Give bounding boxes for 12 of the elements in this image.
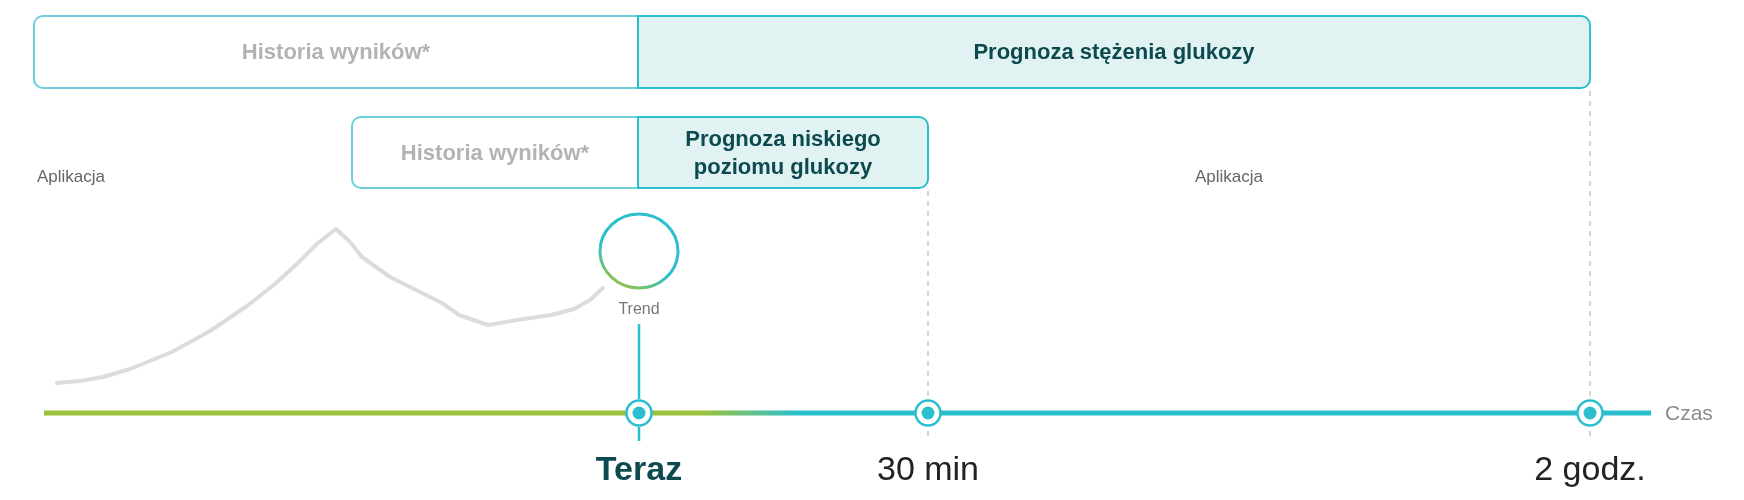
time-label: Teraz xyxy=(595,449,683,487)
trend-label: Trend xyxy=(618,300,660,318)
time-label: 30 min xyxy=(876,449,980,487)
axis-label: Czas xyxy=(1665,401,1713,425)
forecast-panel: Prognoza stężenia glukozy xyxy=(637,15,1591,89)
app-label: Aplikacja xyxy=(1195,167,1264,187)
forecast-panel: Prognoza niskiego poziomu glukozy xyxy=(637,116,929,189)
connector-line xyxy=(637,324,641,399)
history-panel: Historia wyników* xyxy=(33,15,637,89)
history-panel: Historia wyników* xyxy=(351,116,637,189)
time-label: 2 godz. xyxy=(1534,449,1646,487)
app-label: Aplikacja xyxy=(37,167,106,187)
